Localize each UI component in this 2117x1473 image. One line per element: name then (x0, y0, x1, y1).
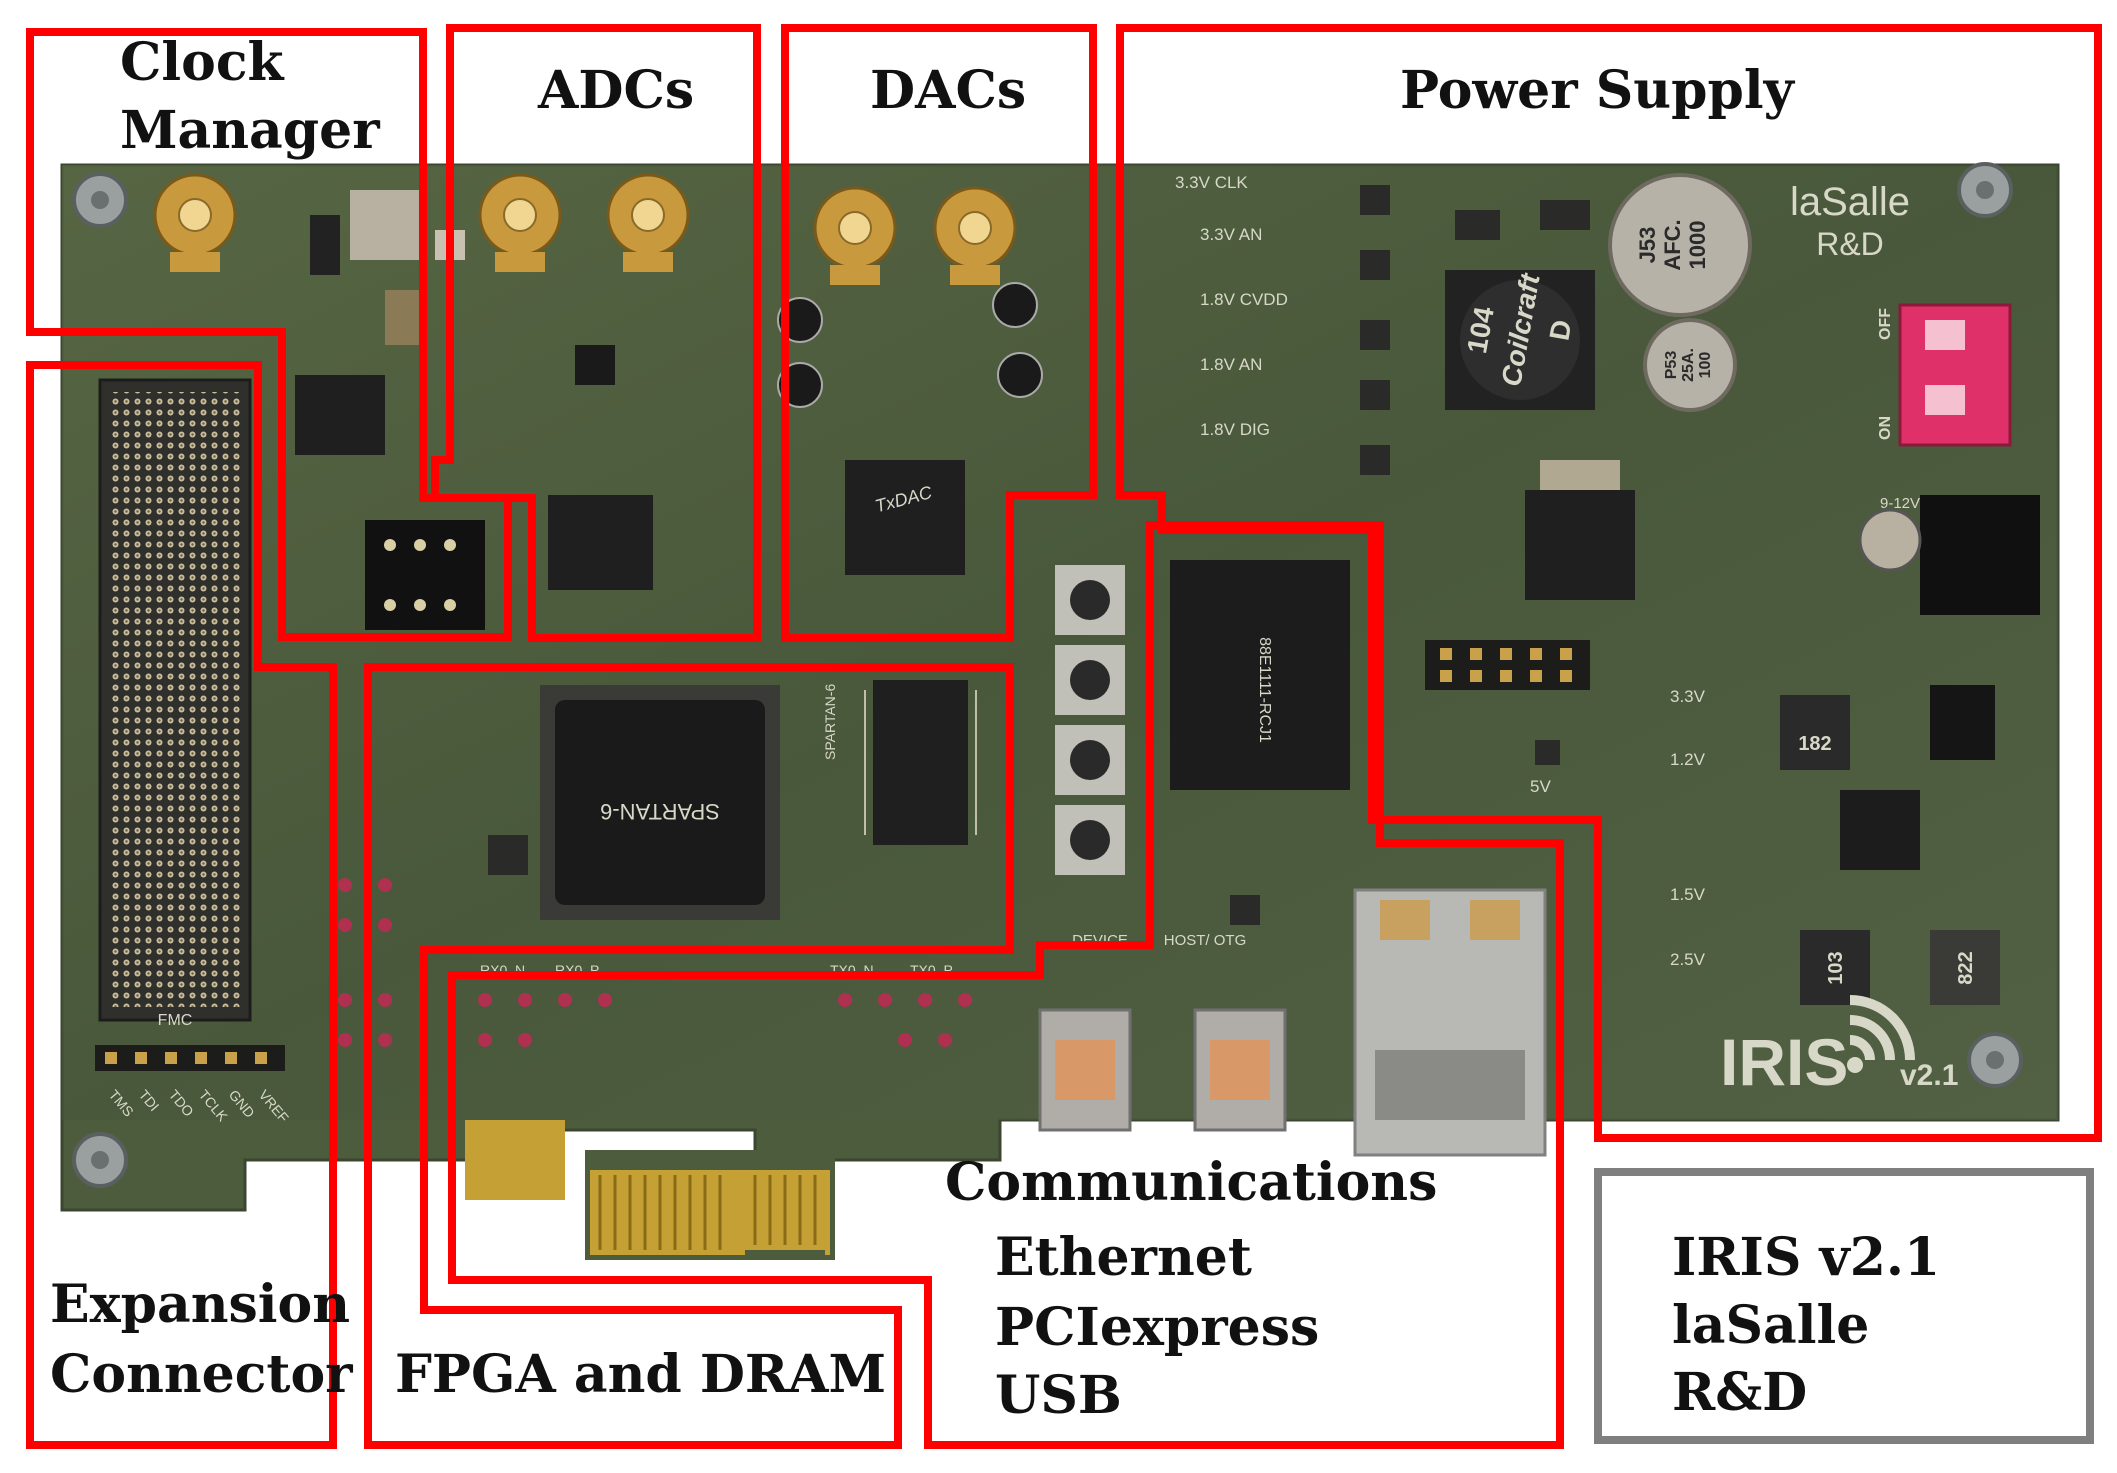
cap-small-value: 100 (1697, 352, 1714, 379)
iris-version: v2.1 (1900, 1059, 1958, 1092)
voltage-input-label: 9-12V (1880, 495, 1920, 512)
outline-fpga-dram (364, 663, 1014, 1449)
fmc-connector: FMC (98, 378, 252, 1029)
label-power-supply: Power Supply (1400, 60, 1796, 121)
rail-label-2: 1.8V CVDD (1200, 290, 1288, 309)
spartan-silk: SPARTAN-6 (822, 684, 838, 760)
label-adcs: ADCs (537, 60, 694, 121)
misc-components (488, 185, 1590, 925)
board-logos: laSalle R&D IRIS v2.1 (1720, 180, 1958, 1099)
info-line2: laSalle (1672, 1295, 1869, 1356)
info-line3: R&D (1672, 1362, 1807, 1423)
rj45-jack (1353, 888, 1547, 1157)
outline-communications (448, 521, 1564, 1449)
cap-big-code: J53 (1635, 227, 1660, 264)
fpga-chip: SPARTAN-6 SPARTAN-6 (540, 684, 838, 920)
adc-chips (435, 230, 653, 590)
rail-label-3: 1.8V AN (1200, 355, 1262, 374)
rail-label-4: 1.8V DIG (1200, 420, 1270, 439)
rail-right-0: 3.3V (1670, 687, 1706, 706)
silk-lasalle: laSalle (1790, 180, 1910, 224)
rail-right-3: 1.5V (1670, 885, 1706, 904)
outline-dacs (781, 24, 1097, 642)
pcb-board: FMC TMS TDI TDO TCLK GND VREF (60, 162, 2060, 1260)
inductor-103: 103 (1825, 951, 1847, 984)
dram-chip (864, 680, 977, 845)
fpga-marking: SPARTAN-6 (600, 799, 720, 824)
usb-host-label: HOST/ OTG (1164, 932, 1247, 949)
label-clock-line2: Manager (120, 100, 380, 161)
iris-wave-icon (1849, 995, 1915, 1061)
iris-logo: IRIS (1720, 1025, 1848, 1099)
rail-right-2: 5V (1530, 777, 1551, 796)
rail-right-4: 2.5V (1670, 950, 1706, 969)
power-components: 104 Coilcraft D 1000 AFC. J53 100 25A. P… (1425, 173, 2040, 1005)
cap-big-rating: AFC. (1660, 219, 1685, 270)
test-points (338, 878, 972, 1047)
label-comm-pciexpress: PCIexpress (995, 1297, 1319, 1358)
switch-on-label: ON (1877, 416, 1894, 440)
inductor-822: 822 (1955, 951, 1977, 984)
label-expansion-line2: Connector (50, 1344, 353, 1405)
pcie-edge-connector (465, 1120, 835, 1260)
switch-off-label: OFF (1877, 308, 1894, 340)
outline-clock-manager (26, 28, 512, 641)
info-line1: IRIS v2.1 (1672, 1227, 1940, 1288)
clock-chips (295, 190, 485, 630)
label-communications: Communications (945, 1152, 1437, 1213)
label-comm-usb: USB (995, 1365, 1122, 1426)
rail-label-1: 3.3V AN (1200, 225, 1262, 244)
silk-rnd: R&D (1816, 226, 1884, 262)
push-buttons (1055, 565, 1125, 875)
eth-chip-marking: 88E1111-RCJ1 (1256, 637, 1273, 743)
rail-right-1: 1.2V (1670, 750, 1706, 769)
cap-small-rating: 25A. (1680, 348, 1697, 382)
sma-connectors (153, 173, 1017, 285)
cap-big-value: 1000 (1685, 221, 1710, 270)
label-dacs: DACs (870, 60, 1026, 121)
label-comm-ethernet: Ethernet (995, 1227, 1252, 1288)
region-outlines (26, 24, 2102, 1449)
label-expansion-line1: Expansion (50, 1274, 350, 1335)
label-clock-line1: Clock (120, 32, 284, 93)
fmc-label: FMC (158, 1012, 193, 1029)
ethernet-phy-chip: 88E1111-RCJ1 (1170, 560, 1350, 790)
outline-power-supply (1116, 24, 2102, 1142)
board-info-box (1594, 1168, 2094, 1444)
inductor-182: 182 (1798, 733, 1831, 755)
outline-expansion (26, 361, 337, 1449)
rail-labels: 3.3V CLK 3.3V AN 1.8V CVDD 1.8V AN 1.8V … (1175, 173, 1706, 969)
outline-adcs (431, 24, 761, 642)
usb-connectors: DEVICE HOST/ OTG (1038, 932, 1287, 1132)
label-fpga-dram: FPGA and DRAM (395, 1344, 886, 1405)
region-labels: Clock Manager ADCs DACs Power Supply Exp… (50, 32, 1940, 1426)
cap-small-code: P53 (1663, 351, 1680, 380)
rail-label-0: 3.3V CLK (1175, 173, 1248, 192)
